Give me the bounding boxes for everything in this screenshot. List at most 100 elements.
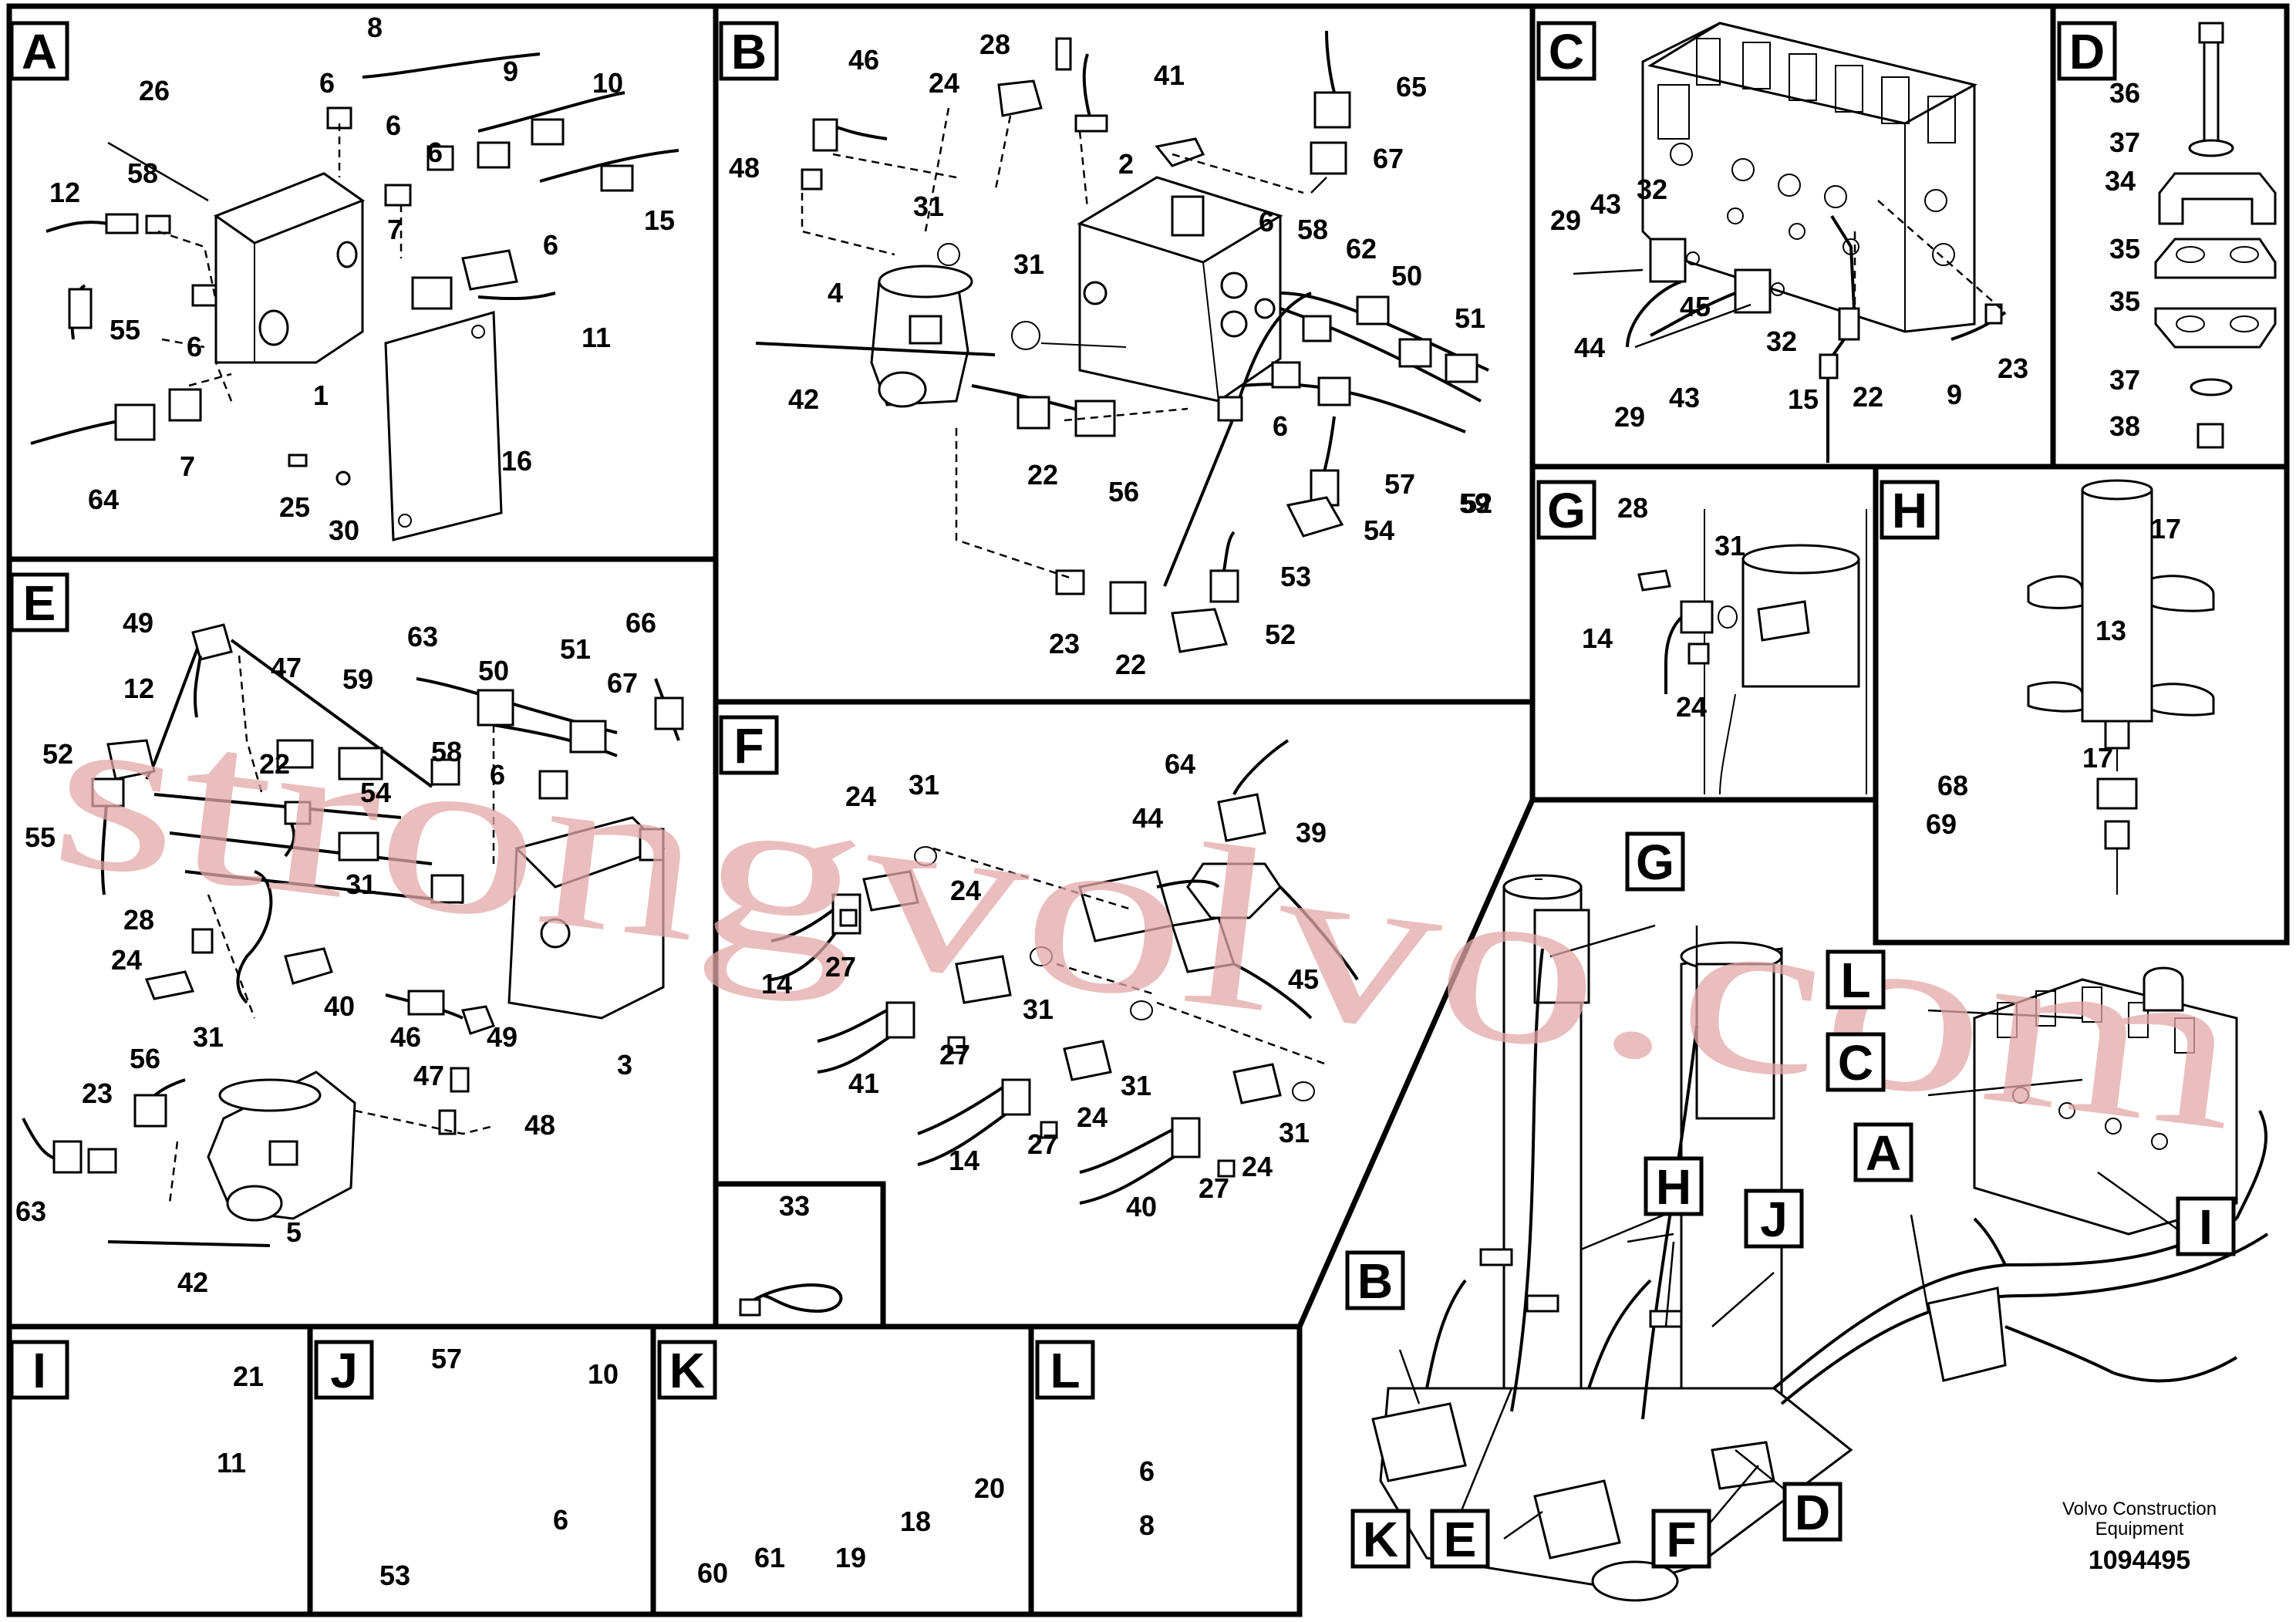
overview-callout-b-8: B bbox=[1345, 1250, 1405, 1310]
part-number-b-13: 4 bbox=[828, 277, 843, 309]
part-number-b-15: 51 bbox=[1455, 302, 1485, 334]
part-number-a-8: 58 bbox=[127, 157, 158, 189]
panel-label-k: K bbox=[657, 1340, 717, 1400]
part-number-j-3: 53 bbox=[379, 1560, 410, 1591]
panel-label-h: H bbox=[1880, 480, 1940, 540]
part-number-d-4: 35 bbox=[2109, 285, 2140, 317]
overview-callout-f-11-label: F bbox=[1666, 1512, 1696, 1567]
part-number-e-5: 59 bbox=[342, 663, 373, 695]
overview-callout-l-2: L bbox=[1826, 949, 1886, 1010]
part-number-b-26: 22 bbox=[1115, 649, 1146, 680]
part-number-a-9: 15 bbox=[644, 204, 675, 236]
part-number-d-5: 37 bbox=[2109, 364, 2140, 396]
panel-label-c: C bbox=[1536, 21, 1596, 81]
part-number-f-12: 31 bbox=[1121, 1070, 1151, 1101]
overview-callout-g-0: G bbox=[1625, 831, 1685, 892]
panel-label-i: I bbox=[9, 1340, 69, 1400]
panel-label-e: E bbox=[9, 572, 69, 632]
part-number-b-6: 67 bbox=[1373, 143, 1404, 174]
part-number-f-3: 39 bbox=[1296, 817, 1327, 848]
part-number-a-17: 7 bbox=[180, 450, 195, 482]
part-number-f-13: 24 bbox=[1077, 1101, 1108, 1133]
part-number-e-11: 58 bbox=[431, 736, 462, 767]
panel-b-drawing bbox=[755, 30, 1489, 653]
part-number-e-25: 23 bbox=[82, 1077, 113, 1109]
part-number-e-4: 47 bbox=[271, 652, 302, 683]
part-number-a-16: 64 bbox=[88, 484, 119, 515]
part-number-k-2: 60 bbox=[697, 1557, 728, 1589]
part-number-l-1: 8 bbox=[1139, 1509, 1155, 1541]
part-number-a-18: 16 bbox=[501, 445, 532, 477]
overview-callout-d-12-label: D bbox=[1795, 1485, 1830, 1540]
part-number-b-20: 57 bbox=[1384, 468, 1415, 500]
part-number-f-4: 44 bbox=[1132, 802, 1163, 834]
part-number-e-0: 49 bbox=[123, 607, 153, 639]
panel-label-d-label: D bbox=[2069, 24, 2105, 79]
part-number-b-16: 42 bbox=[788, 383, 819, 415]
part-number-k-3: 61 bbox=[754, 1542, 785, 1573]
part-number-e-7: 51 bbox=[560, 633, 591, 665]
part-number-h-4: 69 bbox=[1926, 808, 1957, 840]
part-number-j-2: 6 bbox=[553, 1504, 568, 1536]
part-number-c-8: 15 bbox=[1788, 383, 1819, 415]
part-number-g-0: 28 bbox=[1617, 492, 1648, 524]
overview-callout-i-7: I bbox=[2176, 1196, 2236, 1256]
part-number-l-0: 6 bbox=[1139, 1455, 1155, 1487]
panel-label-g-label: G bbox=[1547, 483, 1586, 538]
part-number-a-5: 10 bbox=[592, 67, 623, 99]
part-number-g-1: 31 bbox=[1714, 530, 1745, 561]
overview-callout-c-3: C bbox=[1826, 1032, 1886, 1092]
panel-label-h-label: H bbox=[1892, 483, 1927, 538]
panel-label-l-label: L bbox=[1050, 1343, 1080, 1398]
part-number-f-8: 45 bbox=[1288, 963, 1319, 995]
part-number-b-22: 54 bbox=[1364, 514, 1394, 546]
part-number-a-2: 9 bbox=[503, 56, 518, 87]
part-number-f-6: 14 bbox=[761, 968, 792, 1000]
part-number-e-13: 55 bbox=[25, 821, 56, 853]
overview-callout-c-3-label: C bbox=[1838, 1035, 1873, 1091]
part-number-c-10: 9 bbox=[1947, 379, 1962, 410]
part-number-e-27: 63 bbox=[15, 1195, 46, 1227]
panel-label-j: J bbox=[314, 1340, 374, 1400]
panel-label-d: D bbox=[2057, 21, 2117, 81]
overview-callout-g-0-label: G bbox=[1636, 835, 1674, 890]
overview-callout-e-10-label: E bbox=[1444, 1512, 1477, 1567]
overview-callout-k-9-label: K bbox=[1363, 1512, 1398, 1567]
part-number-b-23: 52 bbox=[1462, 487, 1492, 519]
panel-label-k-label: K bbox=[669, 1343, 705, 1398]
part-number-e-12: 6 bbox=[490, 759, 505, 791]
part-number-e-15: 28 bbox=[123, 904, 154, 936]
credit-block: Volvo Construction Equipment 1094495 bbox=[2062, 1499, 2217, 1575]
part-number-f-5: 24 bbox=[950, 875, 981, 906]
part-number-k-1: 18 bbox=[900, 1506, 931, 1537]
part-number-a-11: 6 bbox=[543, 229, 558, 261]
part-number-b-9: 6 bbox=[1259, 206, 1274, 238]
part-number-a-13: 55 bbox=[110, 314, 140, 346]
overview-callout-l-2-label: L bbox=[1840, 953, 1870, 1008]
part-number-e-19: 46 bbox=[390, 1021, 421, 1053]
part-number-a-10: 7 bbox=[387, 214, 403, 245]
part-number-h-3: 68 bbox=[1937, 770, 1968, 801]
overview-callout-a-4-label: A bbox=[1866, 1125, 1901, 1181]
part-number-f-2: 31 bbox=[909, 769, 939, 801]
part-number-e-14: 54 bbox=[360, 777, 391, 808]
part-number-a-20: 30 bbox=[329, 514, 359, 546]
part-number-c-4: 44 bbox=[1574, 332, 1605, 363]
part-number-a-0: 8 bbox=[367, 12, 383, 43]
overview-callout-j-6: J bbox=[1744, 1189, 1804, 1249]
part-number-a-6: 6 bbox=[427, 137, 443, 168]
part-number-f-0: 64 bbox=[1165, 748, 1195, 780]
panel-label-f: F bbox=[719, 715, 779, 775]
part-number-e-29: 42 bbox=[177, 1266, 208, 1298]
part-number-c-5: 32 bbox=[1766, 325, 1797, 357]
panel-label-j-label: J bbox=[330, 1343, 358, 1398]
part-number-f-11: 27 bbox=[939, 1039, 970, 1071]
part-number-b-10: 31 bbox=[1013, 248, 1044, 280]
overview-callout-f-11: F bbox=[1651, 1509, 1711, 1569]
part-number-b-8: 31 bbox=[913, 191, 944, 222]
part-number-f-10: 41 bbox=[848, 1067, 879, 1099]
panel-33-drawing bbox=[739, 1283, 843, 1317]
part-number-b-25: 23 bbox=[1049, 628, 1080, 659]
